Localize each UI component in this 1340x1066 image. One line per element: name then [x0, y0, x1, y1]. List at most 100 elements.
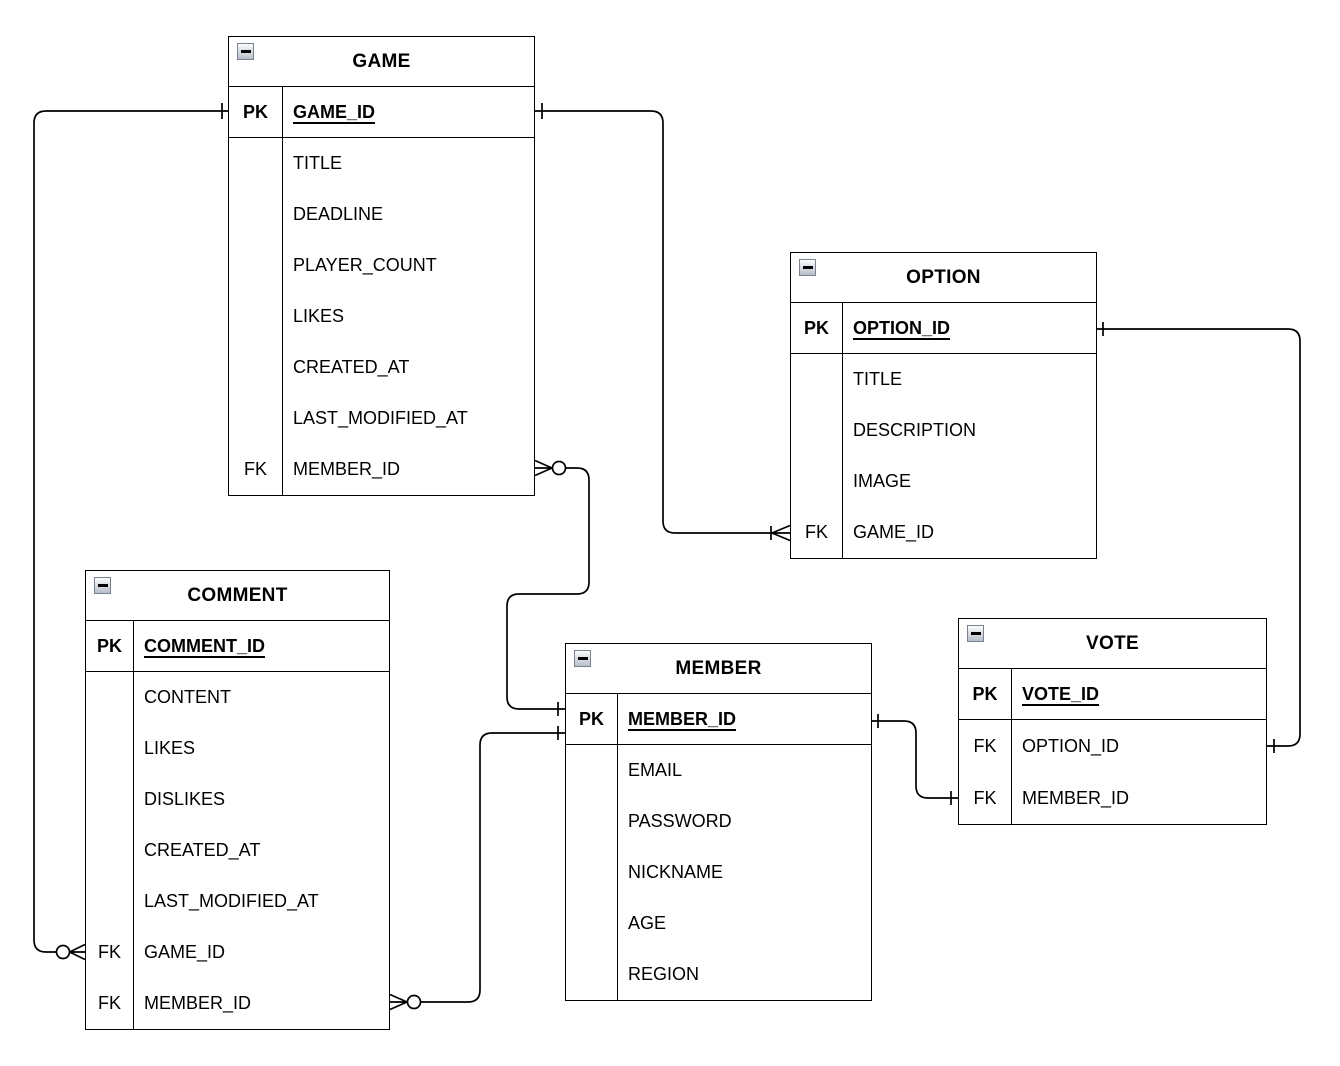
attribute-name: GAME_ID [853, 522, 935, 542]
key-label: FK [959, 720, 1012, 772]
attribute-name: GAME_ID [144, 942, 226, 962]
entity-title: COMMENT [187, 584, 288, 606]
relationship-member-vote[interactable] [872, 714, 958, 805]
entity-header: VOTE [959, 619, 1266, 669]
key-label [86, 825, 134, 876]
key-label [791, 354, 843, 405]
collapse-minus-icon[interactable] [574, 650, 591, 667]
attribute-name: EMAIL [628, 760, 683, 780]
attribute-row: FK MEMBER_ID [959, 772, 1266, 824]
attribute-name: LIKES [293, 306, 345, 326]
relationship-game-option[interactable] [535, 103, 791, 542]
attribute-row: LAST_MODIFIED_AT [229, 393, 534, 444]
entity-member[interactable]: MEMBER PK MEMBER_ID EMAIL PASSWORD NICKNAME A… [565, 643, 872, 1001]
attribute-row: FK MEMBER_ID [229, 444, 534, 495]
attribute-name: MEMBER_ID [628, 708, 737, 729]
entity-title: MEMBER [675, 657, 762, 679]
entity-title: OPTION [906, 266, 981, 288]
relationship-game-comment[interactable] [33, 103, 228, 961]
attribute-name: CREATED_AT [144, 840, 261, 860]
relationship-line [872, 720, 958, 799]
attribute-row: DEADLINE [229, 189, 534, 240]
attribute-row: CREATED_AT [86, 825, 389, 876]
entity-title: GAME [352, 50, 411, 72]
attribute-row: LIKES [229, 291, 534, 342]
attribute-name: TITLE [853, 369, 903, 389]
key-label: PK [791, 303, 843, 353]
key-label [566, 796, 618, 847]
crow-foot-icon [534, 459, 553, 477]
attribute-row: PASSWORD [566, 796, 871, 847]
attribute-name: OPTION_ID [1022, 735, 1120, 756]
attribute-name: REGION [628, 964, 700, 984]
attribute-row: IMAGE [791, 456, 1096, 507]
attribute-name: MEMBER_ID [293, 459, 401, 479]
key-label: FK [791, 507, 843, 558]
attribute-row: CREATED_AT [229, 342, 534, 393]
attribute-name: OPTION_ID [853, 317, 951, 338]
attribute-name: LAST_MODIFIED_AT [293, 408, 468, 428]
key-label [229, 342, 283, 393]
zero-cardinality-icon [406, 994, 422, 1010]
attribute-name: GAME_ID [293, 101, 376, 122]
attribute-row: FK OPTION_ID [959, 720, 1266, 772]
key-label: PK [86, 621, 134, 671]
collapse-minus-icon[interactable] [799, 259, 816, 276]
primary-key-row: PK MEMBER_ID [566, 694, 871, 745]
key-label [566, 949, 618, 1000]
key-label: PK [229, 87, 283, 137]
entity-game[interactable]: GAME PK GAME_ID TITLE DEADLINE PLAYER_COUNT L… [228, 36, 535, 496]
attribute-row: LIKES [86, 723, 389, 774]
attribute-row: NICKNAME [566, 847, 871, 898]
attribute-row: REGION [566, 949, 871, 1000]
relationship-option-vote[interactable] [1095, 322, 1301, 753]
primary-key-row: PK GAME_ID [229, 87, 534, 138]
key-label [86, 723, 134, 774]
zero-cardinality-icon [551, 460, 567, 476]
relationship-game-member[interactable] [506, 459, 590, 717]
relationship-line [420, 732, 565, 1003]
attribute-name: MEMBER_ID [144, 993, 252, 1013]
attribute-name: MEMBER_ID [1022, 787, 1130, 808]
attribute-name: CREATED_AT [293, 357, 410, 377]
primary-key-row: PK OPTION_ID [791, 303, 1096, 354]
collapse-minus-icon[interactable] [967, 625, 984, 642]
crow-foot-icon [389, 993, 408, 1011]
entity-header: OPTION [791, 253, 1096, 303]
relationship-comment-member[interactable] [389, 726, 565, 1011]
entity-title: VOTE [1086, 632, 1139, 654]
key-label: FK [229, 444, 283, 495]
attribute-name: PLAYER_COUNT [293, 255, 437, 275]
attribute-name: COMMENT_ID [144, 635, 265, 656]
attribute-name: TITLE [293, 153, 343, 173]
entity-header: GAME [229, 37, 534, 87]
attribute-name: CONTENT [144, 687, 231, 707]
primary-key-row: PK COMMENT_ID [86, 621, 389, 672]
key-label: PK [566, 694, 618, 744]
attribute-row: TITLE [229, 138, 534, 189]
key-label: FK [959, 772, 1012, 824]
key-label [86, 672, 134, 723]
entity-header: MEMBER [566, 644, 871, 694]
attribute-row: EMAIL [566, 745, 871, 796]
key-label [791, 456, 843, 507]
attribute-name: AGE [628, 913, 667, 933]
collapse-minus-icon[interactable] [237, 43, 254, 60]
key-label [229, 240, 283, 291]
attribute-row: LAST_MODIFIED_AT [86, 876, 389, 927]
attribute-name: NICKNAME [628, 862, 724, 882]
attribute-name: PASSWORD [628, 811, 732, 831]
key-label [566, 847, 618, 898]
attribute-row: DISLIKES [86, 774, 389, 825]
key-label [791, 405, 843, 456]
collapse-minus-icon[interactable] [94, 577, 111, 594]
key-label [86, 774, 134, 825]
attribute-row: AGE [566, 898, 871, 949]
